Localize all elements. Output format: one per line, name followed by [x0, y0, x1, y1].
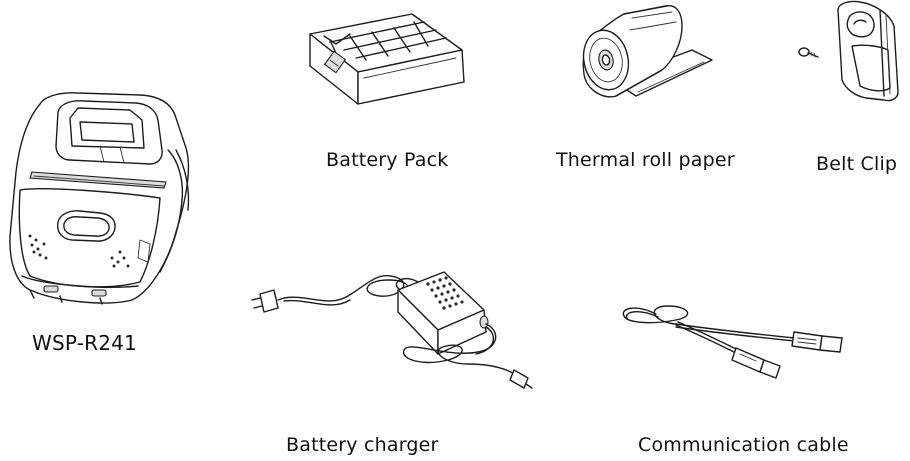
belt-clip-icon: [798, 0, 899, 102]
battery-charger-icon: [251, 271, 533, 389]
printer-icon: [9, 92, 190, 305]
battery-charger-label: Battery charger: [286, 434, 439, 456]
paper-roll-icon: [582, 5, 713, 98]
printer-label: WSP-R241: [32, 331, 137, 355]
comm-cable-label: Communication cable: [638, 434, 849, 456]
battery-pack-label: Battery Pack: [326, 149, 449, 171]
belt-clip-label: Belt Clip: [816, 153, 898, 175]
usb-cable-icon: [622, 305, 843, 379]
battery-pack-icon: [309, 13, 465, 105]
paper-roll-label: Thermal roll paper: [556, 149, 735, 171]
